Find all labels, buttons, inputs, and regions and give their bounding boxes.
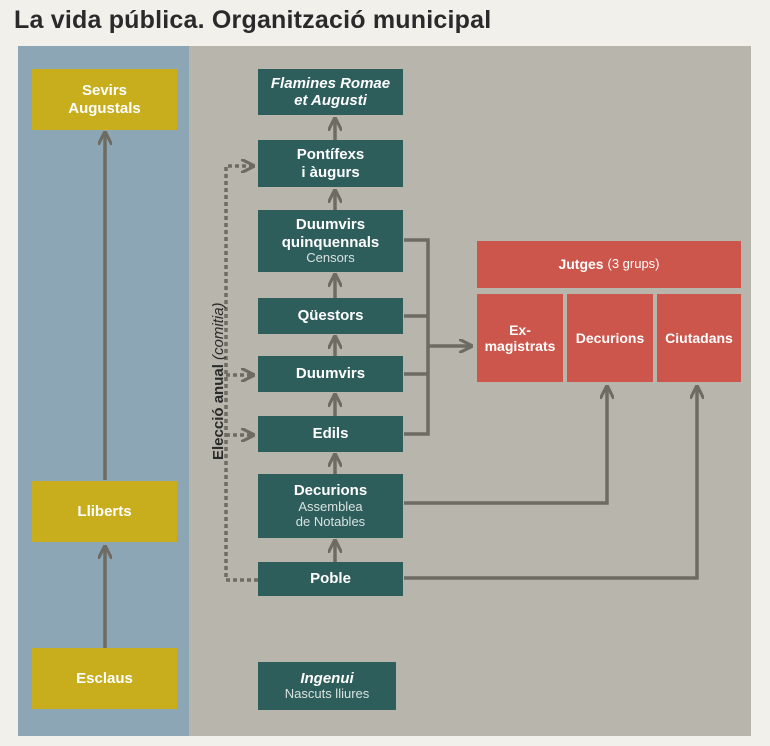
edils-box: Edils <box>258 416 403 452</box>
page-title: La vida pública. Organització municipal <box>14 6 492 34</box>
jutges-exmagistrats-box: Ex- magistrats <box>477 294 563 382</box>
ingenui-box: Ingenui Nascuts lliures <box>258 662 396 710</box>
pontifexs-box: Pontífexs i àugurs <box>258 140 403 187</box>
arrow-decurions-to-jutges <box>404 388 607 505</box>
duumvirs-box: Duumvirs <box>258 356 403 392</box>
flamines-box: Flamines Romae et Augusti <box>258 69 403 115</box>
jutges-ciutadans-box: Ciutadans <box>657 294 741 382</box>
annual-election-label: Elecció anual (comitia) <box>210 302 227 460</box>
jutges-decurions-box: Decurions <box>567 294 653 382</box>
jutges-header-box: Jutges (3 grups) <box>477 241 741 288</box>
questors-box: Qüestors <box>258 298 403 334</box>
esclaus-box: Esclaus <box>32 648 177 709</box>
duumvirs-quinquennals-box: Duumvirs quinquennals Censors <box>258 210 403 272</box>
dotted-election-line <box>224 166 258 582</box>
poble-box: Poble <box>258 562 403 596</box>
sevirs-box: Sevirs Augustals <box>32 69 177 130</box>
lliberts-box: Lliberts <box>32 481 177 542</box>
arrow-poble-to-ciutadans <box>404 388 697 580</box>
bracket-magistrates <box>404 238 430 436</box>
decurions-box: Decurions Assemblea de Notables <box>258 474 403 538</box>
